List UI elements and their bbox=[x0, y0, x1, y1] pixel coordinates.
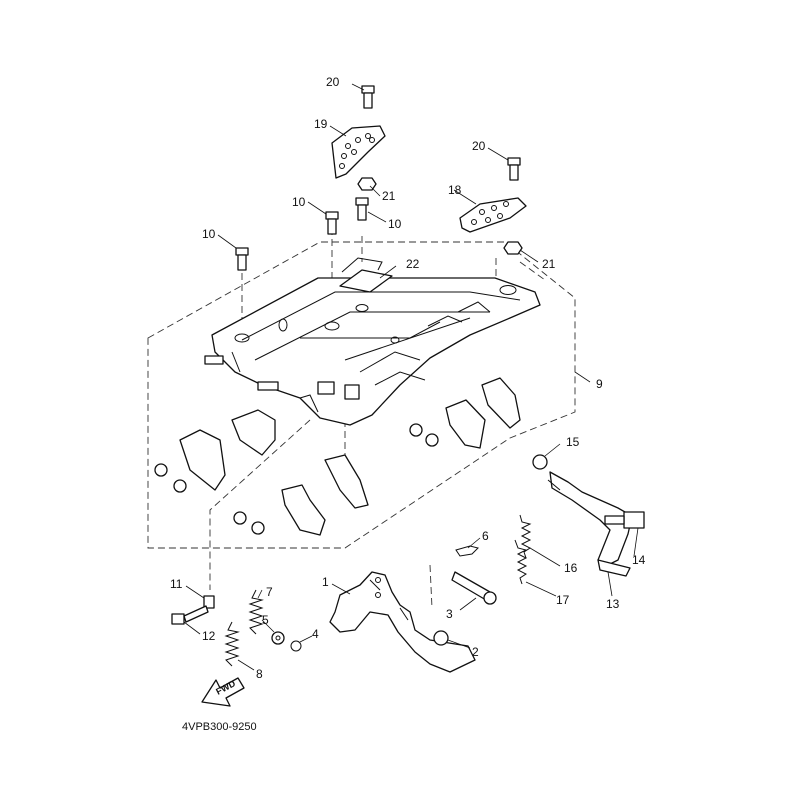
callout-18: 18 bbox=[448, 183, 462, 197]
main-stand-1 bbox=[329, 571, 476, 673]
bolt-10-center bbox=[325, 211, 339, 235]
callout-1: 1 bbox=[322, 575, 329, 589]
callout-7: 7 bbox=[266, 585, 273, 599]
fwd-arrow-icon: FWD bbox=[201, 677, 245, 707]
callout-5: 5 bbox=[262, 613, 269, 627]
callout-13: 13 bbox=[606, 597, 620, 611]
callout-11: 11 bbox=[170, 577, 183, 591]
spring-7 bbox=[248, 589, 264, 635]
callout-3: 3 bbox=[446, 607, 453, 621]
mount-plate-right bbox=[409, 377, 521, 449]
callout-14: 14 bbox=[632, 553, 646, 567]
pin-6 bbox=[455, 545, 479, 557]
callout-16: 16 bbox=[564, 561, 578, 575]
callout-12: 12 bbox=[202, 629, 216, 643]
callout-20-right: 20 bbox=[472, 139, 486, 153]
main-frame bbox=[204, 277, 541, 426]
callout-22: 22 bbox=[406, 257, 420, 271]
bolt-12 bbox=[171, 605, 209, 625]
callout-6: 6 bbox=[482, 529, 489, 543]
leader-lines bbox=[183, 83, 639, 671]
oring-4 bbox=[290, 640, 302, 652]
callout-2: 2 bbox=[472, 645, 479, 659]
part-code: 4VPB300-9250 bbox=[182, 721, 257, 733]
bolt-20-top bbox=[361, 85, 375, 109]
callout-17: 17 bbox=[556, 593, 570, 607]
spring-17 bbox=[514, 539, 528, 585]
callout-8: 8 bbox=[256, 667, 263, 681]
shaft-3 bbox=[451, 571, 497, 605]
callouts: 20 19 21 10 10 10 22 20 18 21 9 15 14 13… bbox=[170, 75, 646, 681]
bolt-14 bbox=[604, 511, 645, 529]
footrest-bracket-18 bbox=[459, 197, 527, 233]
bolt-10-right bbox=[355, 197, 369, 221]
callout-9: 9 bbox=[596, 377, 603, 391]
nut-21-top bbox=[357, 177, 377, 191]
bolt-10-left bbox=[235, 247, 249, 271]
nut-21-right bbox=[503, 241, 523, 255]
callout-15: 15 bbox=[566, 435, 580, 449]
washer-5 bbox=[271, 631, 285, 645]
callout-10-left: 10 bbox=[202, 227, 216, 241]
callout-10-center: 10 bbox=[292, 195, 306, 209]
footrest-bracket-19 bbox=[331, 125, 386, 179]
callout-10-right: 10 bbox=[388, 217, 402, 231]
mount-plate-left bbox=[154, 409, 276, 493]
collar-2 bbox=[433, 630, 449, 646]
clip-11 bbox=[203, 595, 215, 609]
spring-8 bbox=[224, 621, 240, 667]
callout-4: 4 bbox=[312, 627, 319, 641]
mount-plate-center bbox=[233, 454, 369, 536]
callout-19: 19 bbox=[314, 117, 328, 131]
collar-15 bbox=[532, 454, 548, 470]
assembly-boundary bbox=[147, 241, 576, 549]
rubber-plate bbox=[339, 269, 393, 293]
callout-20-top: 20 bbox=[326, 75, 340, 89]
callout-21-right: 21 bbox=[542, 257, 556, 271]
callout-21-top: 21 bbox=[382, 189, 396, 203]
spring-16 bbox=[519, 514, 532, 559]
bolt-20-right bbox=[507, 157, 521, 181]
side-stand-13 bbox=[547, 471, 633, 577]
